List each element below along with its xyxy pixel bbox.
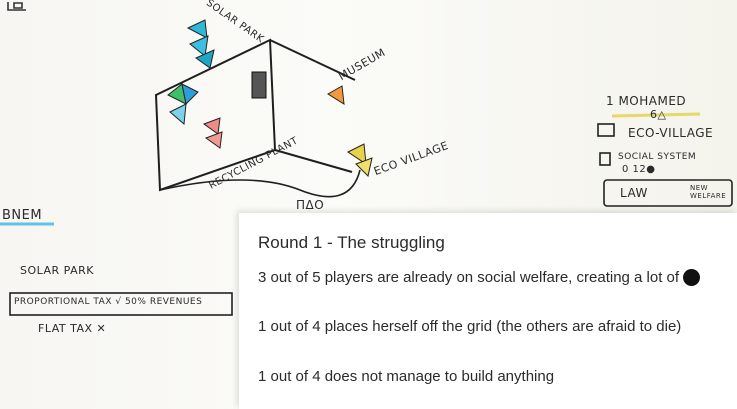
card-line-2: 1 out of 4 places herself off the grid (… [258,318,682,335]
social-values: 0 12● [622,164,656,175]
card-line-3: 1 out of 4 does not manage to build anyt… [258,368,555,385]
left-solar-label: SOLAR PARK [20,264,94,277]
law-label: LAW [620,186,648,200]
black-coin-icon [683,269,701,286]
left-player-name: BNEM [2,208,43,223]
eco-village-item: ECO-VILLAGE [628,126,714,140]
round-summary-card: Round 1 - The struggling 3 out of 5 play… [239,213,737,409]
player-name: 1 MOHAMED [606,94,687,108]
round-title: Round 1 - The struggling [258,233,445,252]
new-welfare-label: NEW WELFARE [690,184,727,200]
board-base-curve [159,169,361,198]
player-resources: 6△ [650,108,667,121]
card-line-1-text: 3 out of 5 players are already on social… [258,269,680,286]
corner-scribble [7,2,26,11]
card-line-1: 3 out of 5 players are already on social… [258,269,728,286]
flat-tax-label: FLAT TAX ✕ [38,322,107,335]
middle-marks: ΠΔΟ [296,198,325,212]
board-right-face [269,39,356,173]
social-system-label: SOCIAL SYSTEM [618,152,697,162]
proportional-tax-label: PROPORTIONAL TAX √ 50% REVENUES [14,297,203,307]
